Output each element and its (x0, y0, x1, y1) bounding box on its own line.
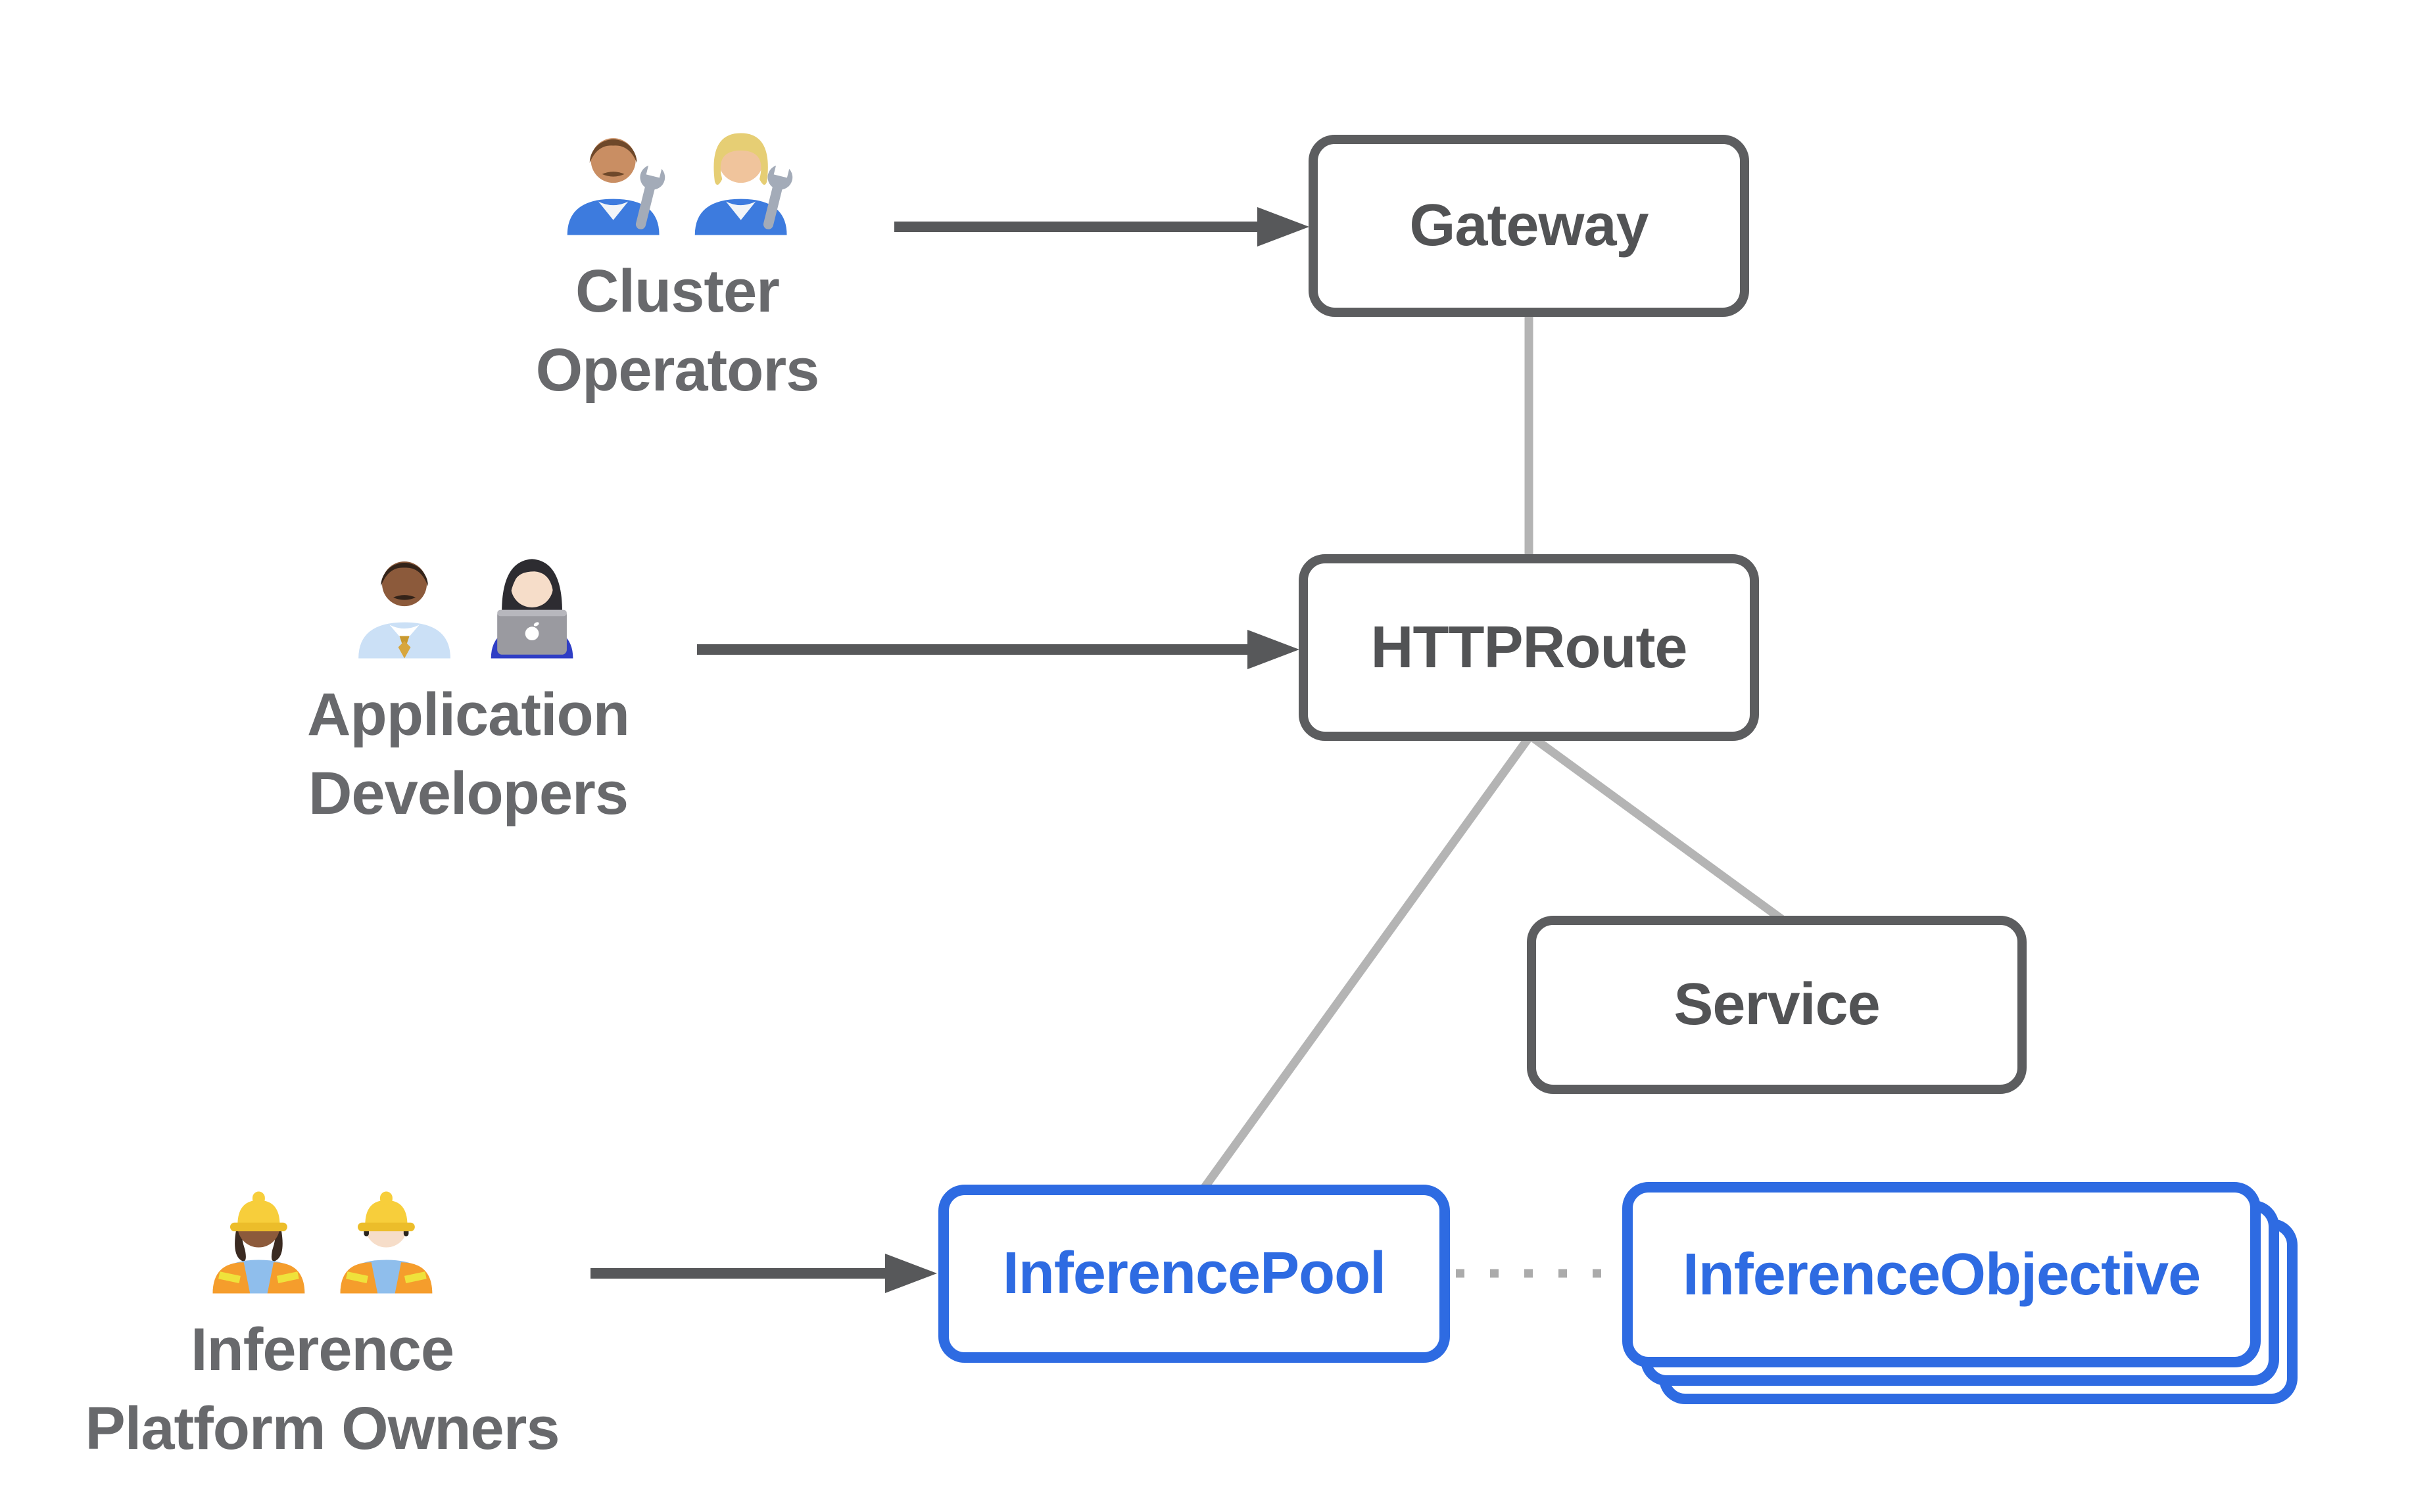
edge-httproute-service (1530, 734, 1786, 924)
inference-platform-owners-label-line1: Inference (190, 1316, 454, 1383)
node-inferencepool: InferencePool (938, 1185, 1450, 1363)
arrowhead-inferencepool (885, 1254, 937, 1293)
node-service-label: Service (1674, 972, 1880, 1037)
cluster-operators-label: Cluster Operators (535, 252, 820, 410)
node-inferenceobjective-stack: InferenceObjective (1622, 1182, 2300, 1406)
node-inferenceobjective: InferenceObjective (1622, 1182, 2261, 1367)
arrowhead-gateway (1257, 207, 1309, 247)
cluster-operators-label-line2: Operators (535, 336, 820, 404)
edge-httproute-inferencepool (1201, 735, 1533, 1190)
arrowhead-httproute (1247, 630, 1299, 669)
node-inferenceobjective-label: InferenceObjective (1682, 1241, 2201, 1308)
actor-inference-platform-owners: Inference Platform Owners (85, 1169, 560, 1468)
man-office-worker-icon (358, 561, 450, 659)
node-inferencepool-label: InferencePool (1002, 1240, 1386, 1306)
man-mechanic-icon (567, 138, 665, 235)
node-gateway: Gateway (1309, 135, 1749, 317)
actor-cluster-operators: Cluster Operators (536, 110, 819, 410)
node-service: Service (1527, 916, 2027, 1094)
woman-technologist-icon (491, 559, 573, 659)
cluster-operators-label-line1: Cluster (575, 258, 780, 325)
inference-platform-owners-icons (203, 1169, 442, 1294)
node-httproute: HTTPRoute (1299, 554, 1759, 741)
application-developers-label: Application Developers (307, 676, 630, 833)
cluster-operators-icons (558, 110, 797, 235)
node-httproute-label: HTTPRoute (1370, 614, 1688, 680)
inference-platform-owners-label-line2: Platform Owners (85, 1394, 560, 1462)
application-developers-label-line2: Developers (308, 759, 629, 827)
application-developers-icons (349, 534, 588, 659)
woman-construction-worker-icon (212, 1191, 304, 1294)
man-construction-worker-icon (340, 1191, 432, 1294)
woman-mechanic-icon (695, 133, 793, 235)
actor-application-developers: Application Developers (307, 534, 630, 833)
inference-platform-owners-label: Inference Platform Owners (85, 1311, 560, 1468)
application-developers-label-line1: Application (307, 681, 630, 748)
node-gateway-label: Gateway (1409, 193, 1649, 258)
